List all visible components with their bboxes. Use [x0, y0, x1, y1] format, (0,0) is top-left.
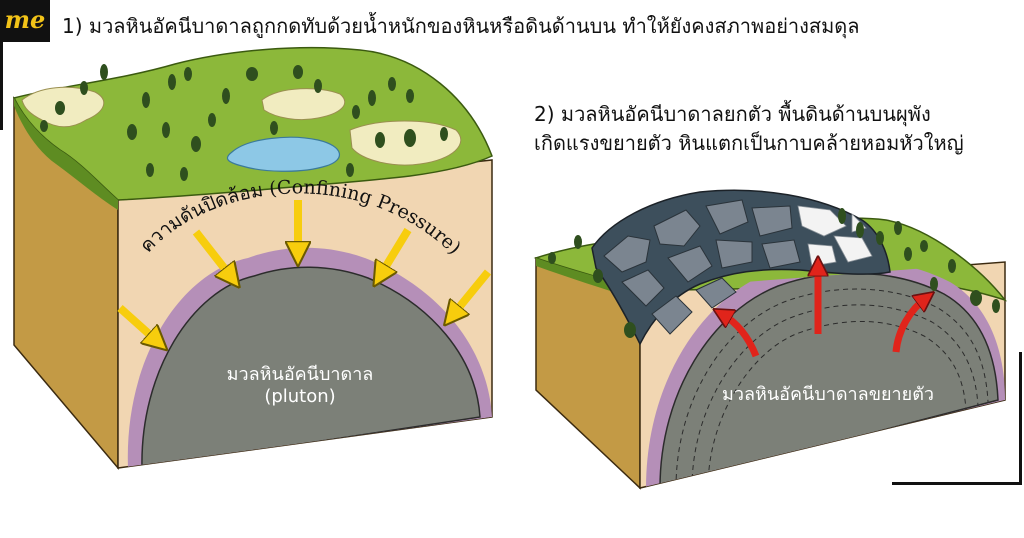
block2: มวลหินอัคนีบาดาลขยายตัว: [533, 189, 1008, 490]
pressure-arrow: [380, 227, 412, 276]
brand-logo: me: [0, 0, 50, 42]
block1-grass-edge: [14, 98, 118, 210]
block1-sand-patch-center: [261, 88, 346, 121]
bottom-right-rule-vertical: [1019, 352, 1022, 484]
block2-expansion-arrows: [722, 266, 926, 358]
pluton-label-english: (pluton): [264, 386, 335, 407]
block1-grass-top: [12, 46, 493, 201]
exfoliation-sheet-lines: [675, 288, 989, 488]
block1-pressure-arrows: [117, 200, 492, 342]
step2-heading-line1: 2) มวลหินอัคนีบาดาลยกตัว พื้นดินด้านบนผุ…: [534, 102, 931, 126]
pressure-arrow: [192, 229, 232, 278]
block1-lake: [226, 136, 340, 172]
exfoliated-rock-plates: [603, 199, 801, 335]
block1-trees: [40, 64, 448, 181]
block1: ความดันปิดล้อม (Confining Pressure) มวลห…: [12, 46, 493, 471]
step1-heading: 1) มวลหินอัคนีบาดาลถูกกดทับด้วยน้ำหนักขอ…: [62, 14, 860, 38]
bottom-right-rule-horizontal: [892, 482, 1022, 485]
pressure-arrow: [117, 305, 158, 342]
step2-heading-line2: เกิดแรงขยายตัว หินแตกเป็นกาบคล้ายหอมหัวใ…: [534, 131, 964, 155]
expansion-arrow-right: [892, 298, 926, 353]
block1-pluton: [141, 266, 481, 468]
pluton-label-thai: มวลหินอัคนีบาดาล: [227, 364, 374, 385]
top-left-rule: [0, 42, 3, 130]
block2-trees: [548, 208, 1000, 338]
expanding-pluton-label: มวลหินอัคนีบาดาลขยายตัว: [722, 384, 934, 405]
expansion-arrow-left: [722, 314, 760, 358]
pressure-arrow: [452, 269, 492, 316]
